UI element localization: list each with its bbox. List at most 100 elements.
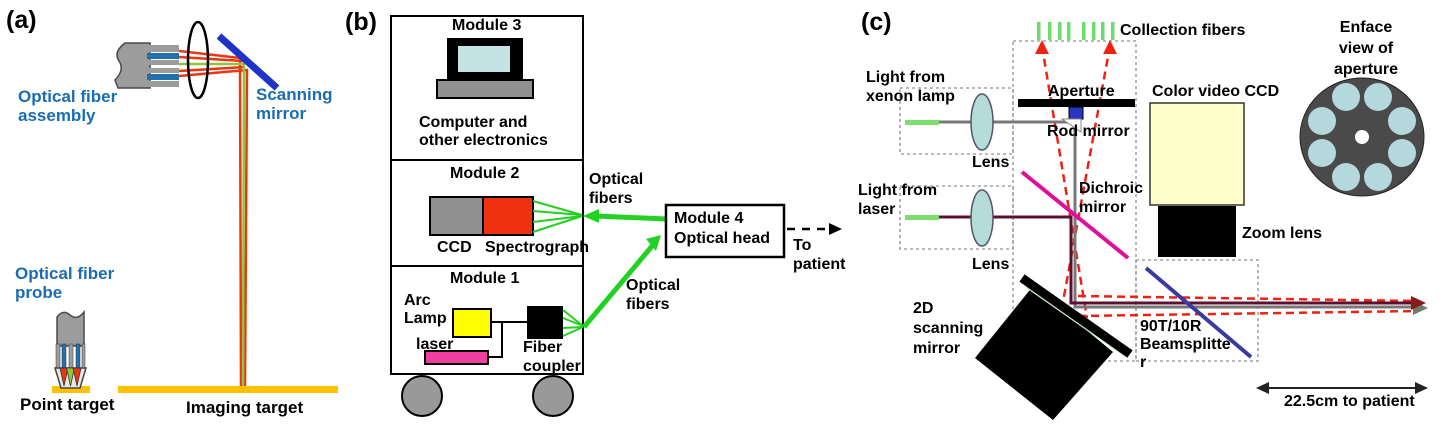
fiber-tick	[1058, 22, 1062, 40]
cone-arrowhead-up	[1035, 40, 1049, 54]
aperture-fiber-hole	[1332, 83, 1360, 111]
aperture-fiber-hole	[1388, 139, 1416, 167]
fiber-trunk-line	[582, 243, 655, 329]
fiber-arrowhead-left	[583, 209, 599, 223]
assembly-stripe-gray	[147, 68, 179, 73]
lens-bottom-label: Lens	[972, 256, 1010, 273]
module3-caption-line2: other electronics	[419, 132, 548, 149]
optical-fiber-assembly	[114, 42, 179, 89]
fiber-fan-line	[532, 215, 583, 233]
laser-lens	[970, 189, 994, 247]
enface-aperture-view	[1299, 77, 1425, 197]
panel-c-graphics	[899, 22, 1428, 420]
red-beam	[178, 65, 246, 73]
assembly-stripe-blue	[147, 74, 179, 80]
fiber-tick	[1037, 22, 1041, 40]
green-beam	[179, 62, 246, 389]
collection-light-cone	[1040, 45, 1419, 319]
scanning-mirror-surface	[1019, 274, 1133, 358]
probe-body	[56, 309, 85, 347]
fiber-tick	[1082, 22, 1086, 40]
cone-arrowhead-up	[1103, 40, 1117, 54]
probe-stripe-gray	[81, 343, 86, 369]
to-patient-label-line1: To	[793, 237, 812, 254]
aperture-label: Aperture	[1048, 83, 1115, 100]
optical-fiber-lines	[532, 200, 667, 337]
aperture-fiber-hole	[1364, 163, 1392, 191]
module1-title: Module 1	[450, 270, 520, 287]
cone-line-horizontal	[1077, 294, 1419, 303]
fiber-fan-line	[532, 200, 583, 216]
probe-label-line1: Optical fiber	[15, 264, 115, 283]
cart-wheel	[532, 375, 574, 417]
to-patient-arrowhead	[829, 223, 842, 235]
aperture-fiber-hole	[1308, 139, 1336, 167]
enface-label-line2: view of	[1338, 40, 1394, 57]
red-beam	[178, 49, 243, 389]
dichroic-label-line2: mirror	[1079, 199, 1127, 216]
assembly-label-line2: assembly	[18, 106, 96, 125]
probe-stripe-blue	[75, 343, 81, 369]
ccd-label: CCD	[437, 239, 472, 256]
module4-box	[664, 203, 786, 259]
red-beam	[178, 68, 249, 389]
collection-fibers-label: Collection fibers	[1120, 22, 1246, 39]
spectrograph-box	[482, 196, 534, 236]
connector-line	[488, 323, 503, 358]
module3-caption-line1: Computer and	[419, 114, 528, 131]
fiber-tick	[1048, 22, 1052, 40]
optical-fibers-bottom-label-line1: Optical	[626, 277, 681, 294]
color-video-ccd-label: Color video CCD	[1152, 83, 1280, 100]
fiber-coupler-label-line2: coupler	[523, 358, 581, 375]
laser-beam-arrowhead	[1411, 296, 1426, 310]
fiber-fan-line	[562, 326, 584, 337]
zoom-lens-box	[1158, 206, 1236, 257]
probe-beam-red	[72, 367, 82, 387]
cone-line	[1040, 45, 1089, 319]
module2-title: Module 2	[450, 165, 520, 182]
fiber-tick	[1101, 22, 1105, 40]
red-beam	[178, 55, 244, 63]
rod-mirror-square	[1068, 106, 1084, 120]
monitor-screen	[458, 46, 510, 72]
scan2d-label-line2: scanning	[913, 320, 984, 337]
monitor-base	[436, 79, 534, 99]
laser-input-label-line1: Light from	[858, 182, 938, 199]
xenon-lens	[970, 93, 994, 151]
beamsplitter-label-line3: r	[1140, 354, 1147, 371]
beamsplitter-label-line1: 90T/10R	[1140, 318, 1202, 335]
panel-b-letter: (b)	[345, 8, 377, 36]
dichroic-label-line1: Dichroic	[1079, 180, 1144, 197]
fiber-fan-line	[562, 326, 584, 329]
scan2d-label-line1: 2D	[913, 300, 934, 317]
panel-a-letter: (a)	[6, 6, 37, 34]
scanning-mirror-label-line2: mirror	[256, 104, 307, 123]
module4-label-line1: Module 4	[674, 210, 744, 227]
distance-label: 22.5cm to patient	[1284, 393, 1415, 410]
xenon-source-glow	[905, 120, 939, 125]
scanning-mirror-mount	[975, 286, 1113, 420]
panel-c-letter: (c)	[861, 8, 892, 36]
module4-label-line2: Optical head	[674, 230, 771, 247]
probe-label-line2: probe	[15, 283, 63, 302]
point-target-bar	[52, 386, 90, 393]
beamsplitter-label-line2: Beamsplitte	[1140, 336, 1231, 353]
optical-fiber-probe	[53, 309, 88, 389]
aperture-center-hole	[1355, 130, 1369, 144]
arc-lamp-label-line2: Lamp	[404, 310, 447, 327]
assembly-stripe-blue	[147, 53, 179, 59]
fiber-fan-line	[562, 317, 584, 327]
probe-stripe-blue	[61, 343, 67, 369]
lens-top-label: Lens	[972, 154, 1010, 171]
aperture-bar	[1018, 99, 1135, 107]
xenon-label-line2: xenon lamp	[866, 88, 955, 105]
assembly-body	[114, 42, 151, 89]
fiber-tick	[1092, 22, 1096, 40]
arc-lamp-label-line1: Arc	[404, 292, 431, 309]
collection-fiber-ticks	[1037, 22, 1115, 40]
enface-label-line1: Enface	[1339, 19, 1393, 36]
distance-arrowhead-right	[1415, 382, 1428, 394]
probe-stripe-gray	[68, 343, 74, 369]
